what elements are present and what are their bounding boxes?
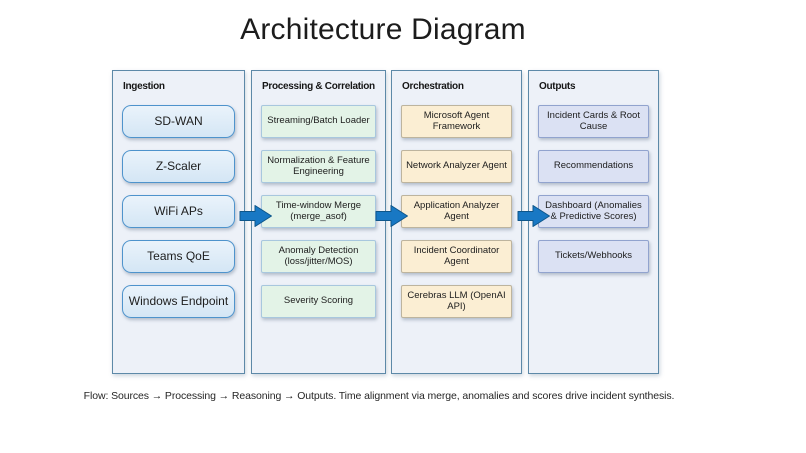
column-header: Outputs xyxy=(539,81,576,92)
node-application-analyzer-agent: Application Analyzer Agent xyxy=(401,195,512,228)
node-streaming-batch-loader: Streaming/Batch Loader xyxy=(261,105,376,138)
flow-right-arrow-icon xyxy=(239,204,273,228)
node-incident-cards-root-cause: Incident Cards & Root Cause xyxy=(538,105,649,138)
node-windows-endpoint: Windows Endpoint xyxy=(122,285,235,318)
node-microsoft-agent-framework: Microsoft Agent Framework xyxy=(401,105,512,138)
flow-right-arrow-icon xyxy=(517,204,551,228)
node-time-window-merge: Time-window Merge (merge_asof) xyxy=(261,195,376,228)
node-incident-coordinator-agent: Incident Coordinator Agent xyxy=(401,240,512,273)
column-header: Processing & Correlation xyxy=(262,81,375,92)
node-z-scaler: Z-Scaler xyxy=(122,150,235,183)
page-title: Architecture Diagram xyxy=(240,13,526,46)
flow-caption: Flow: Sources → Processing → Reasoning →… xyxy=(83,390,675,402)
node-cerebras-llm: Cerebras LLM (OpenAI API) xyxy=(401,285,512,318)
node-dashboard-anomalies-predictive-scores: Dashboard (Anomalies & Predictive Scores… xyxy=(538,195,649,228)
node-sd-wan: SD-WAN xyxy=(122,105,235,138)
column-ingestion: Ingestion SD-WAN Z-Scaler WiFi APs Teams… xyxy=(112,70,245,374)
node-tickets-webhooks: Tickets/Webhooks xyxy=(538,240,649,273)
column-header: Ingestion xyxy=(123,81,165,92)
node-wifi-aps: WiFi APs xyxy=(122,195,235,228)
column-processing-correlation: Processing & Correlation Streaming/Batch… xyxy=(251,70,386,374)
node-severity-scoring: Severity Scoring xyxy=(261,285,376,318)
column-outputs: Outputs Incident Cards & Root Cause Reco… xyxy=(528,70,659,374)
flow-right-arrow-icon xyxy=(375,204,409,228)
node-recommendations: Recommendations xyxy=(538,150,649,183)
node-network-analyzer-agent: Network Analyzer Agent xyxy=(401,150,512,183)
node-normalization-feature-engineering: Normalization & Feature Engineering xyxy=(261,150,376,183)
node-anomaly-detection: Anomaly Detection (loss/jitter/MOS) xyxy=(261,240,376,273)
column-header: Orchestration xyxy=(402,81,464,92)
column-orchestration: Orchestration Microsoft Agent Framework … xyxy=(391,70,522,374)
node-teams-qoe: Teams QoE xyxy=(122,240,235,273)
